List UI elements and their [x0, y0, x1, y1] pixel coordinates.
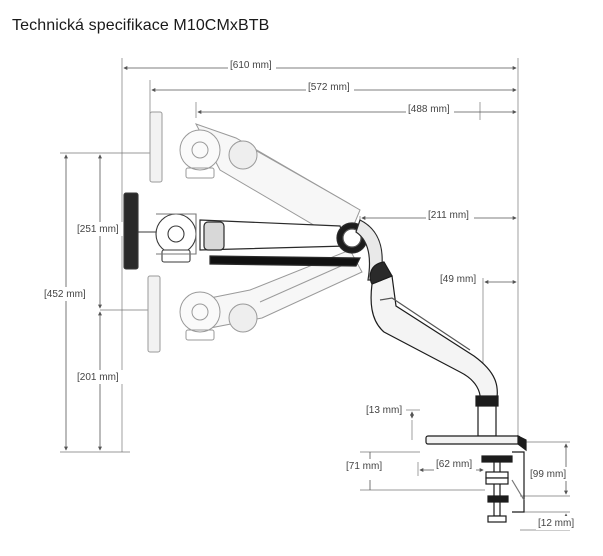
label-99: [99 mm]: [530, 469, 566, 480]
label-610: [610 mm]: [230, 60, 272, 71]
label-62: [62 mm]: [436, 459, 472, 470]
label-71: [71 mm]: [346, 461, 382, 472]
label-12: [12 mm]: [538, 518, 574, 529]
arm-current: [199, 219, 383, 281]
label-211: [211 mm]: [428, 210, 469, 221]
label-488: [488 mm]: [408, 104, 450, 115]
label-452: [452 mm]: [44, 289, 86, 300]
pole-and-base: [425, 395, 527, 452]
dimension-label-frames: [42, 58, 580, 530]
label-572: [572 mm]: [308, 82, 350, 93]
ghost-positions: [147, 111, 363, 353]
monitor-center: [123, 192, 197, 270]
dimension-labels: [610 mm] [572 mm] [488 mm] [211 mm] [49 …: [44, 60, 574, 529]
label-251: [251 mm]: [77, 224, 119, 235]
label-49: [49 mm]: [440, 274, 476, 285]
arm-lower-segment: [369, 261, 498, 405]
label-201: [201 mm]: [77, 372, 119, 383]
desk-clamp: [481, 451, 525, 523]
label-13: [13 mm]: [366, 405, 402, 416]
page-title: Technická specifikace M10CMxBTB: [12, 17, 270, 34]
